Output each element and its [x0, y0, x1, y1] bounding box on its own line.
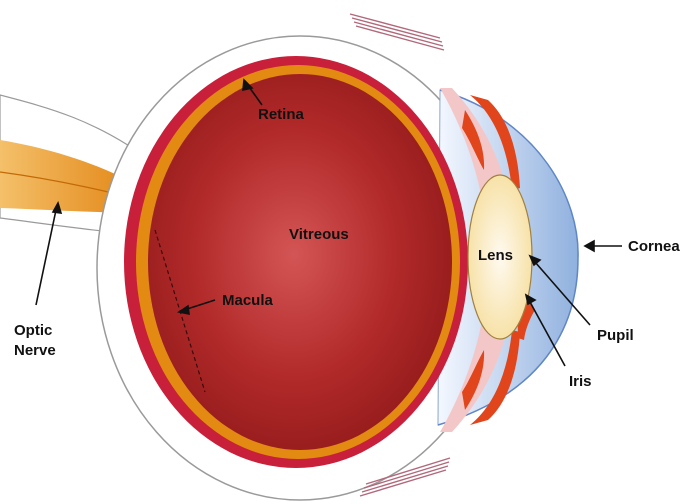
label-optic-nerve-line1: Optic — [14, 322, 52, 339]
label-macula: Macula — [222, 292, 274, 309]
label-iris: Iris — [569, 373, 592, 390]
upper-muscle — [350, 14, 444, 50]
label-pupil: Pupil — [597, 327, 634, 344]
label-cornea: Cornea — [628, 238, 680, 255]
label-vitreous: Vitreous — [289, 226, 349, 243]
label-lens: Lens — [478, 247, 513, 264]
label-optic-nerve-line2: Nerve — [14, 342, 56, 359]
vitreous-body — [148, 74, 452, 450]
label-retina: Retina — [258, 106, 305, 123]
